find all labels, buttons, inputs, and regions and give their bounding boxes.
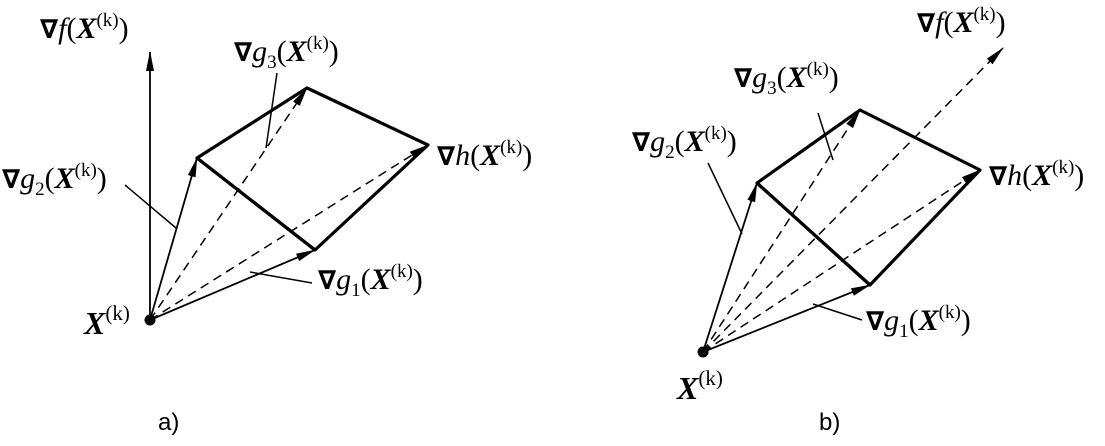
point-x-k [144,314,156,326]
label-grad-g2-b: ∇g2(X(k)) [632,123,737,163]
grad-g3-vector [702,109,861,353]
label-grad-g1-b: ∇g1(X(k)) [866,302,971,342]
label-point-b: X(k) [677,366,723,406]
cone-face [755,108,982,287]
label-grad-h-a: ∇h(X(k)) [437,137,533,172]
cone-edge [196,156,316,252]
panel-a [124,51,430,326]
caption-b: b) [819,409,841,436]
grad-g3-vector [149,87,308,321]
grad-g2-vector [149,157,198,321]
grad-g1-vector [149,249,316,321]
leader-g1 [249,271,313,284]
leader-g3 [817,112,834,161]
leader-g2 [707,162,743,235]
label-grad-h-b: ∇h(X(k)) [989,157,1085,192]
label-grad-f-a: ∇f(X(k)) [40,10,129,45]
panel-b [697,47,1004,358]
grad-g2-vector [702,182,758,353]
label-point-a: X(k) [84,301,130,341]
label-grad-g1-a: ∇g1(X(k)) [318,261,423,301]
cone-edge [755,181,872,287]
cone-face [195,86,430,252]
grad-f-vector [702,47,1004,353]
label-grad-g3-a: ∇g3(X(k)) [234,33,339,73]
label-grad-g2-a: ∇g2(X(k)) [2,160,107,200]
label-grad-g3-b: ∇g3(X(k)) [734,59,839,99]
caption-a: a) [158,409,180,436]
leader-g3 [265,72,278,149]
grad-g1-vector [702,284,871,353]
grad-h-vector [149,144,429,321]
point-x-k [697,346,709,358]
leader-g2 [124,184,177,229]
leader-g1 [812,303,863,321]
label-grad-f-b: ∇f(X(k)) [917,4,1006,39]
